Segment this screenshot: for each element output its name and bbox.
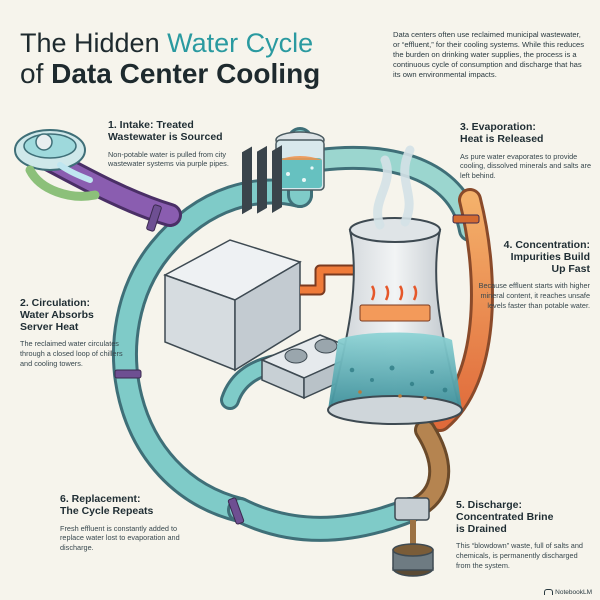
water-inlet-icon	[14, 129, 100, 201]
step-3-evaporation: 3. Evaporation:Heat is Released As pure …	[460, 121, 592, 181]
step-description: The reclaimed water circulates through a…	[20, 339, 123, 368]
step-description: Because effluent starts with higher mine…	[478, 281, 590, 310]
notebooklm-logo-icon	[544, 589, 554, 595]
cooling-loop-pipe	[112, 127, 494, 542]
heat-coil-icon	[359, 285, 431, 322]
step-title: 3. Evaporation:Heat is Released	[460, 121, 544, 145]
step-6-replacement: 6. Replacement:The Cycle Repeats Fresh e…	[60, 493, 186, 553]
page-title: The Hidden Water Cycle of Data Center Co…	[20, 28, 321, 90]
drain-pipe-icon	[392, 497, 434, 577]
title-accent: Water Cycle	[167, 28, 314, 58]
step-description: As pure water evaporates to provide cool…	[460, 151, 592, 181]
pipe-rings	[114, 204, 480, 525]
intro-text: Data centers often use reclaimed municip…	[393, 30, 585, 80]
step-description: Fresh effluent is constantly added to re…	[60, 523, 180, 553]
steam-icon	[373, 145, 415, 230]
cooling-tower-icon	[327, 217, 463, 425]
footer-credit: NotebookLM	[544, 589, 592, 596]
step-description: This “blowdown” waste, full of salts and…	[456, 541, 583, 570]
step-description: Non-potable water is pulled from city wa…	[108, 149, 229, 169]
server-rack-icon	[163, 145, 302, 372]
evaporation-jar-icon	[275, 131, 325, 191]
step-title: 6. Replacement:The Cycle Repeats	[60, 493, 154, 517]
